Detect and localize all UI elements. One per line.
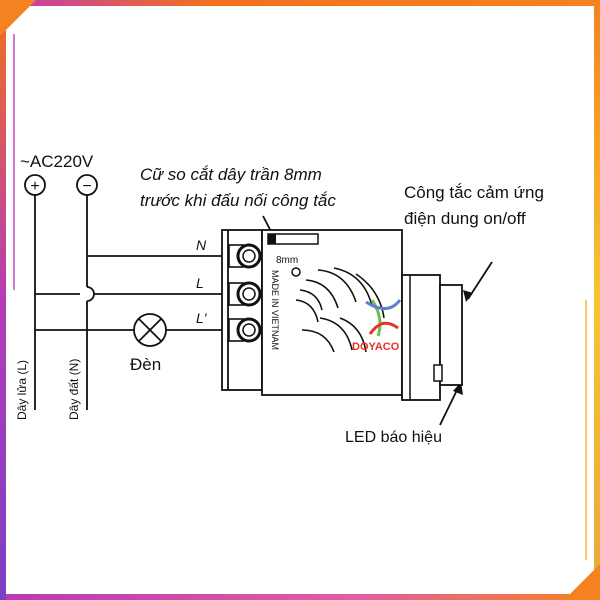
strip-note-line2: trước khi đấu nối công tắc <box>140 191 336 210</box>
minus-symbol: − <box>82 178 91 195</box>
plus-symbol: + <box>30 178 39 195</box>
strip-length-label: 8mm <box>276 255 298 266</box>
neutral-wire-label: Dây đất (N) <box>67 359 81 420</box>
screw-terminals <box>228 243 262 343</box>
led-note: LED báo hiệu <box>345 429 442 446</box>
brand-logo: DOYACO <box>352 299 402 353</box>
strip-note-line1: Cữ so cắt dây trần 8mm <box>140 165 322 184</box>
strip-gauge <box>267 233 319 277</box>
source-terminals <box>24 174 98 196</box>
terminal-n-label: N <box>196 237 207 253</box>
plate-details <box>409 275 443 400</box>
made-in-label: MADE IN VIETNAM <box>270 270 280 350</box>
switch-module <box>221 229 463 401</box>
svg-text:DOYACO: DOYACO <box>352 341 400 353</box>
terminal-l-label: L <box>196 275 204 291</box>
vent-slots <box>295 267 385 353</box>
switch-note-line2: điện dung on/off <box>404 209 526 228</box>
live-wire-label: Dây lửa (L) <box>15 360 29 420</box>
lamp-icon <box>133 313 167 347</box>
lamp-label: Đèn <box>130 355 161 374</box>
switch-note-line1: Công tắc cảm ứng <box>404 183 544 202</box>
source-label: ~AC220V <box>20 152 94 171</box>
terminal-l2-label: L' <box>196 310 208 326</box>
